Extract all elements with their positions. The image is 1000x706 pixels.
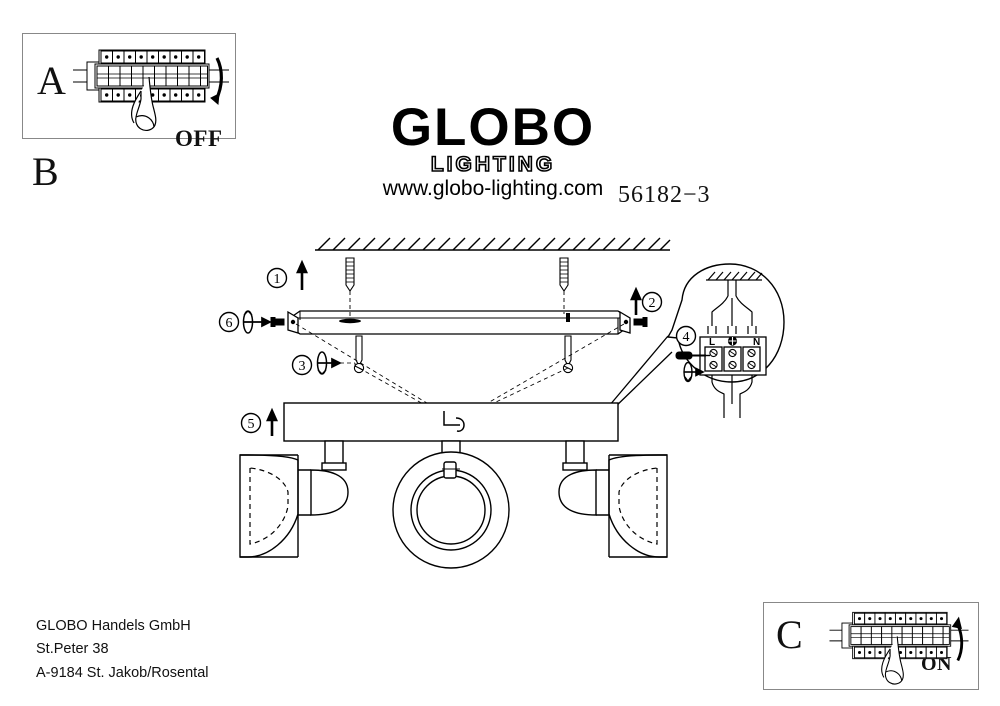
fixing-screw-left	[270, 317, 285, 327]
arrow-on-icon	[951, 616, 964, 662]
panel-a-switch-label: OFF	[175, 126, 223, 151]
spot-center	[392, 440, 510, 569]
panel-a-switch-off: A OFF	[22, 33, 236, 151]
step-4-number: 4	[683, 330, 690, 345]
ceiling-hatch	[315, 237, 671, 251]
step-2-number: 2	[649, 296, 656, 311]
screw-right	[562, 335, 574, 374]
company-name: GLOBO Handels GmbH	[36, 618, 191, 634]
step-marker-3: 3	[291, 351, 356, 376]
wall-plug-left	[345, 257, 355, 292]
brand-tagline: LIGHTING	[430, 153, 556, 178]
panel-c-letter: C	[776, 612, 803, 657]
brand-website: www.globo-lighting.com	[382, 177, 604, 201]
screw-left	[353, 335, 365, 374]
company-street: St.Peter 38	[36, 641, 109, 658]
mounting-bracket	[287, 310, 631, 335]
spot-left	[239, 440, 349, 558]
fixture-bracket-clip	[443, 411, 465, 432]
company-city: A-9184 St. Jakob/Rosental	[36, 664, 209, 681]
fixture-base-plate	[283, 402, 619, 442]
arrow-off-icon	[210, 57, 223, 106]
panel-b-letter: B	[32, 149, 59, 194]
step-3-number: 3	[299, 359, 306, 374]
pointing-hand-icon-c	[881, 636, 904, 685]
pointing-hand-icon-a	[131, 76, 157, 131]
model-number: 56182−3	[618, 182, 711, 208]
terminal-block	[699, 336, 767, 376]
brand-logo: GLOBO LIGHTING www.globo-lighting.com	[343, 98, 643, 203]
panel-a-letter: A	[37, 58, 66, 103]
fixing-screw-right	[633, 317, 648, 327]
earth-symbol-icon	[727, 336, 738, 346]
terminal-label-neutral: N	[753, 337, 760, 348]
step-marker-6: 6	[218, 310, 285, 334]
circuit-breaker-icon-c	[829, 611, 969, 685]
circuit-breaker-icon-a	[73, 49, 229, 131]
step-5-number: 5	[248, 417, 255, 432]
step-marker-5: 5	[240, 407, 279, 436]
wall-plug-right	[559, 257, 569, 292]
brand-name: GLOBO	[390, 98, 596, 157]
company-address: GLOBO Handels GmbH St.Peter 38 A-9184 St…	[36, 615, 209, 685]
step-6-number: 6	[226, 316, 233, 331]
wiring-detail-bubble: L N 4	[603, 263, 785, 418]
step-1-number: 1	[274, 272, 281, 287]
panel-c-switch-on: C ON	[763, 602, 979, 690]
terminal-label-live: L	[709, 337, 715, 348]
screwdriver-icon	[675, 351, 710, 360]
spot-right	[558, 440, 668, 558]
step-marker-1: 1	[266, 259, 309, 290]
step-marker-2: 2	[629, 286, 663, 315]
